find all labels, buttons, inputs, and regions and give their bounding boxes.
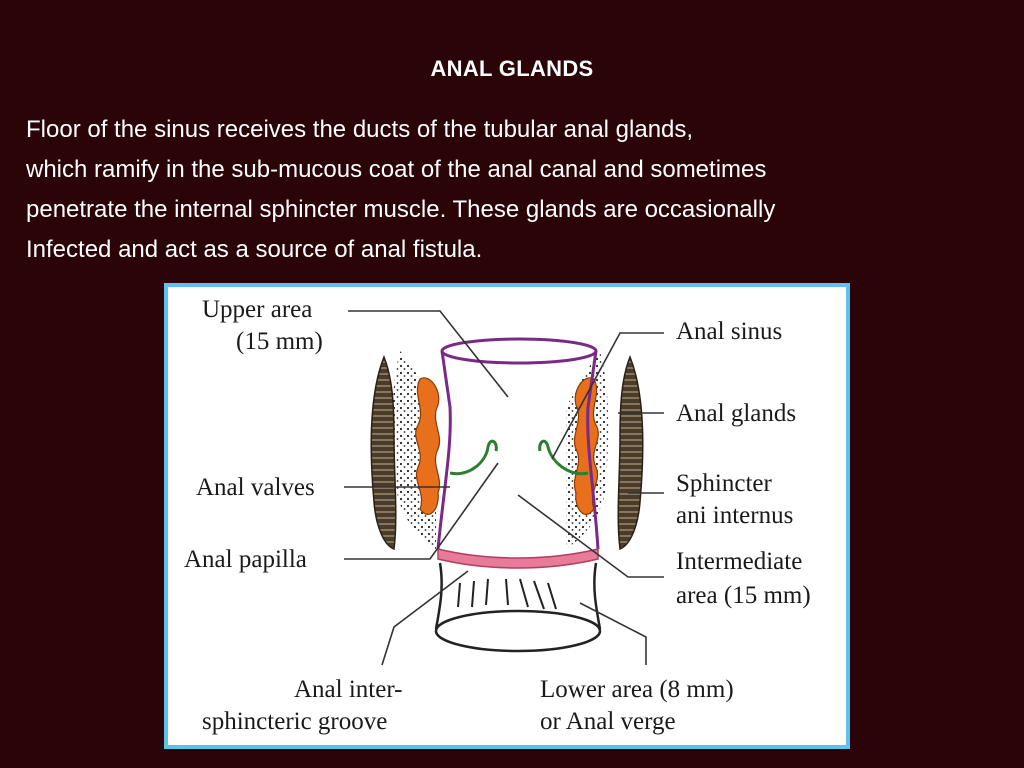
anal-valve-left (449, 439, 498, 476)
label-sphincter-ani-internus: ani internus (676, 502, 793, 529)
canal-top-opening (440, 337, 598, 365)
slide-title: ANAL GLANDS (430, 56, 594, 81)
label-sphincteric-groove: sphincteric groove (202, 708, 387, 735)
label-anal-glands: Anal glands (676, 400, 796, 427)
muscle-band-left (370, 354, 397, 551)
anal-valve-right (538, 439, 589, 476)
label-upper-area-size: (15 mm) (236, 328, 323, 355)
pectinate-band (437, 548, 599, 569)
label-lower-area: Lower area (8 mm) (540, 676, 734, 703)
canal-outline (436, 350, 600, 550)
slide-body-text: Floor of the sinus receives the ducts of… (26, 116, 776, 263)
anal-canal-diagram: Upper area (15 mm) Anal sinus Anal gland… (164, 283, 850, 749)
label-intermediate-size: area (15 mm) (676, 582, 811, 609)
lower-area-striations (457, 578, 557, 610)
label-sphincter: Sphincter (676, 470, 772, 497)
label-anal-papilla: Anal papilla (184, 546, 307, 573)
label-anal-sinus: Anal sinus (676, 318, 782, 345)
label-anal-verge: or Anal verge (540, 708, 676, 735)
anal-verge-opening (434, 609, 602, 653)
muscle-band-right (617, 354, 644, 551)
label-anal-valves: Anal valves (196, 474, 315, 501)
label-upper-area: Upper area (202, 296, 312, 323)
lower-canal-walls (434, 562, 602, 630)
label-anal-inter: Anal inter- (294, 676, 402, 703)
label-intermediate: Intermediate (676, 548, 802, 575)
anal-glands-left (415, 377, 441, 515)
leader-lines (344, 310, 664, 666)
